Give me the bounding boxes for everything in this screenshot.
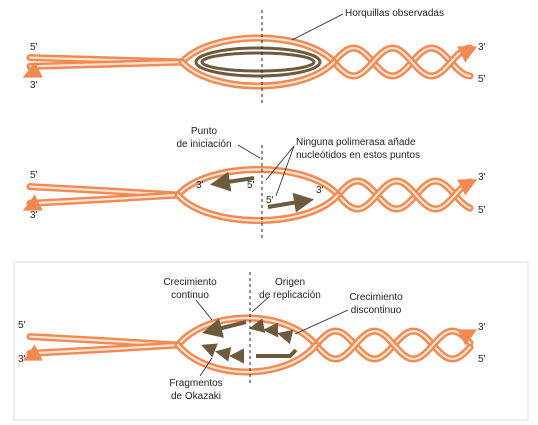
arrow-bottom-left [22,344,43,361]
strand-end-lower-left: 5' [266,195,274,206]
continuous-strand-bottom [256,348,298,358]
label-start-line1: Punto [191,126,218,137]
label-okazaki-line2: de Okazaki [171,391,221,402]
panel-3-frame [13,261,529,421]
arrow-top-right [457,179,478,196]
right-strand-b-core [336,180,472,210]
bubble-top-strand-core [176,168,340,197]
panel-1: 5' 3' 3' 5' Horquillas observadas [22,8,486,105]
label-origin-line1: Origen [275,277,305,288]
arrow-bottom-left [22,61,43,78]
end-label-top-left: 5' [30,170,38,181]
okazaki-fragment [277,329,294,345]
dna-helix-3 [22,314,478,376]
bubble-top-strand-core [176,316,318,347]
strand-end-lower-right: 3' [316,185,324,196]
panel-3: 5' 3' 3' 5' Crecimiento continuo Origen … [18,272,486,402]
label-continuous-line1: Crecimiento [163,277,217,288]
end-label-top-left: 5' [30,42,38,53]
leader-forks [291,13,344,41]
leader-okazaki [199,357,213,377]
panel-2: 5' 3' 3' 5' Punto de iniciación Ninguna … [22,126,486,238]
label-no-pol-line1: Ninguna polimerasa añade [296,137,416,148]
replication-bubble-1 [194,46,322,78]
end-label-bottom-left: 3' [30,80,38,91]
end-label-bottom-right: 5' [478,74,486,85]
bubble-top-strand [174,314,320,349]
end-label-bottom-left: 3' [30,210,38,221]
leader-no-pol-1 [265,145,295,181]
bubble-bottom-strand [174,341,320,376]
okazaki-fragment [215,346,232,362]
label-origin-line2: de replicación [259,290,321,301]
bubble-top-strand-core [180,36,336,64]
bubble-bottom-strand-core [176,193,340,222]
label-discontinuous-line1: Crecimiento [349,292,403,303]
left-strand-b-core [28,60,184,68]
leader-no-pol-2 [275,145,295,197]
right-strand-a-core [336,180,472,210]
continuous-strand-top [202,318,247,338]
arrow-top-right [457,329,478,346]
leader-start [237,144,261,159]
right-strand-a-core [332,46,472,78]
end-label-bottom-right: 5' [478,354,486,365]
leader-origin [251,295,271,313]
strand-end-upper-left: 3' [196,180,204,191]
replication-bubble-3 [201,318,298,364]
end-label-top-left: 5' [18,320,26,331]
dna-helix-1 [22,34,478,90]
arrow-top-right [457,46,478,63]
okazaki-fragment [201,343,218,358]
bubble-bottom-strand-core [180,60,336,88]
label-start-line2: de iniciación [176,139,231,150]
leading-strand-right [267,192,314,213]
label-okazaki-line1: Fragmentos [169,378,222,389]
strand-end-upper-right: 5' [247,180,255,191]
replication-bubble-2 [210,171,314,213]
label-continuous-line2: continuo [171,290,209,301]
leader-continuous [195,299,213,321]
new-strand-loop-outer [194,46,322,78]
label-no-pol-line2: nucleótidos en estos puntos [296,150,420,161]
end-label-bottom-right: 5' [478,205,486,216]
end-label-top-right: 3' [478,322,486,333]
end-label-bottom-left: 3' [18,354,26,365]
dna-helix-2 [22,166,478,224]
leader-discontinuous [294,309,349,335]
left-strand-b-core [28,193,180,205]
leading-strand-left [210,171,255,192]
label-discontinuous-line2: discontinuo [351,305,402,316]
new-strand-loop-inner [200,51,316,73]
arrow-bottom-left [22,194,43,211]
end-label-top-right: 3' [478,172,486,183]
label-forks: Horquillas observadas [345,8,444,19]
right-strand-b-core [332,46,472,78]
right-strand-b-core [314,329,472,361]
end-label-top-right: 3' [478,42,486,53]
okazaki-fragment [249,318,266,334]
bubble-bottom-strand-core [176,343,318,374]
left-strand-b-core [28,343,180,355]
bubble-bottom-strand [174,191,342,224]
